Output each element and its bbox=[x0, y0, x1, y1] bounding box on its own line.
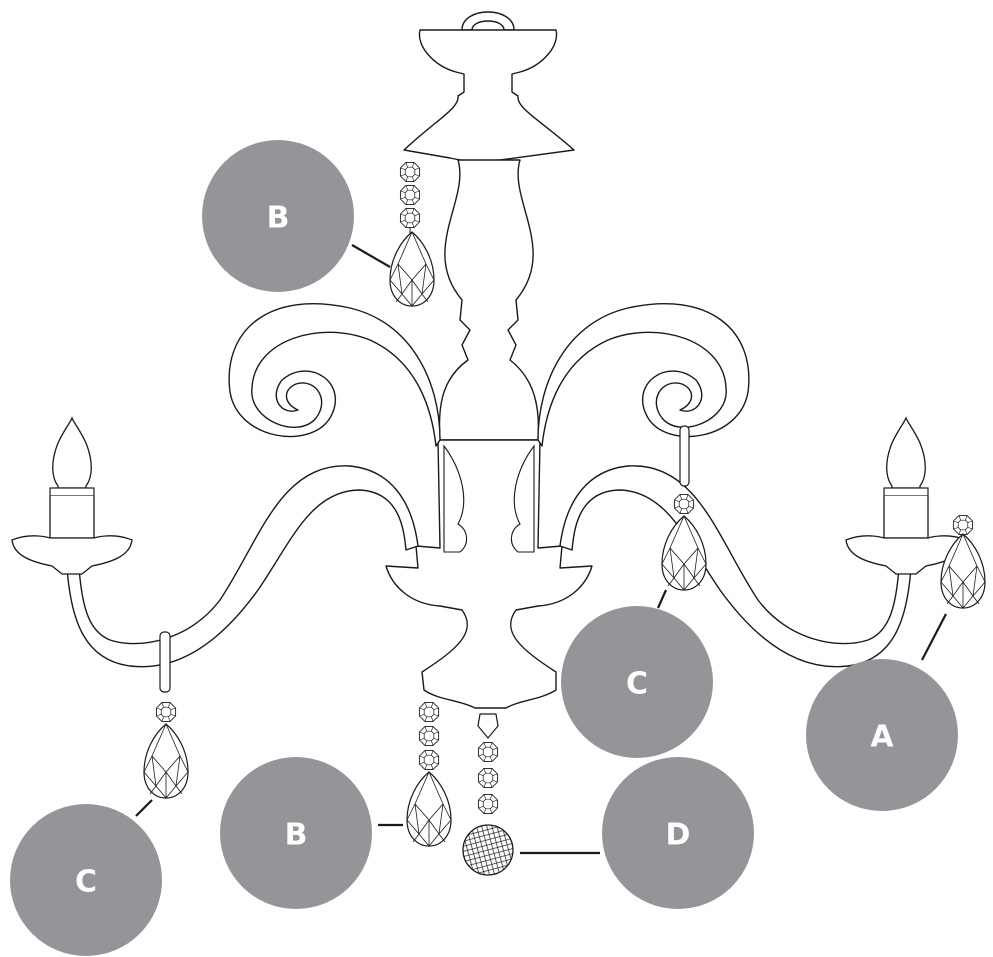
callout-c-left: C bbox=[10, 804, 162, 956]
callout-c-right: C bbox=[561, 606, 713, 758]
leader-lines bbox=[135, 244, 947, 855]
callout-d-bottom: D bbox=[602, 757, 754, 909]
callout-label: C bbox=[626, 667, 648, 702]
callout-label: C bbox=[75, 865, 97, 900]
crystals bbox=[143, 161, 986, 876]
callout-label: B bbox=[267, 201, 290, 236]
callout-b-bottom: B bbox=[220, 757, 372, 909]
callout-label: B bbox=[285, 818, 308, 853]
chandelier-body bbox=[11, 11, 967, 709]
callout-label: A bbox=[870, 720, 894, 755]
callout-label: D bbox=[666, 818, 691, 853]
callout-b-top: B bbox=[202, 140, 354, 292]
callout-a-right: A bbox=[806, 659, 958, 811]
